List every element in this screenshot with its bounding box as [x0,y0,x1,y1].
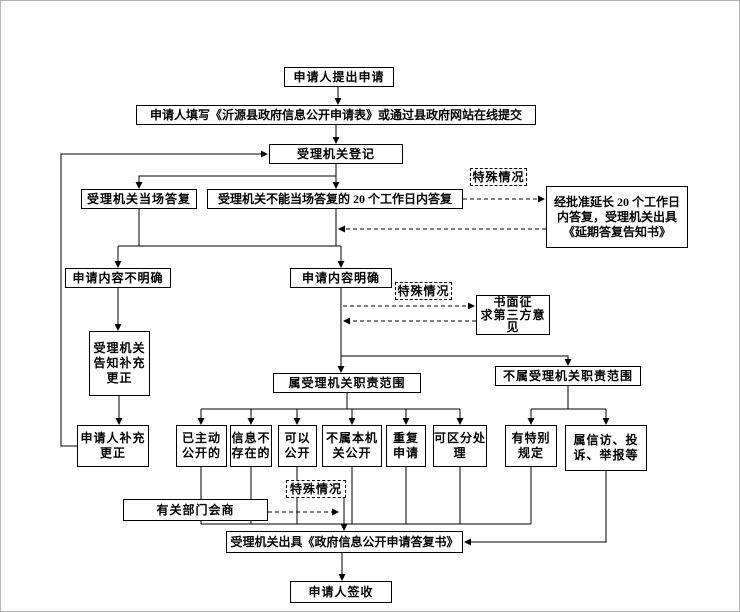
node-applicant-supplement-label: 申请人补充 更正 [80,431,146,460]
node-applicant-supplement: 申请人补充 更正 [77,425,149,467]
node-fill-form: 申请人填写《沂源县政府信息公开申请表》或通过县政府网站在线提交 [136,105,536,125]
node-extension: 经批准延长 20 个工作日 内答复，受理机关出具 《延期答复告知书》 [546,186,688,248]
node-notify-supplement: 受理机关 告知补充 更正 [89,331,150,396]
node-special-case-2-label: 特殊情况 [397,283,450,298]
node-special-case-1-label: 特殊情况 [472,169,525,184]
node-repeat-application-label: 重复 申请 [392,431,419,460]
node-third-party-opinion-label: 书面征 求第三方意 见 [480,294,546,335]
node-separable-handling-label: 可区分处 理 [434,431,487,460]
node-content-clear: 申请内容明确 [290,268,392,288]
node-special-case-3: 特殊情况 [286,480,346,498]
node-special-case-3-label: 特殊情况 [289,481,342,496]
node-applicant-sign: 申请人签收 [290,581,392,603]
node-petition-complaint: 属信访、投 诉、举报等 [565,425,647,471]
node-can-disclose-label: 可以 公开 [284,431,311,460]
node-reply-document-label: 受理机关出具《政府信息公开申请答复书》 [230,534,459,549]
node-not-this-organ-label: 不属本机 关公开 [325,431,378,460]
node-content-unclear: 申请内容不明确 [65,268,171,288]
node-repeat-application: 重复 申请 [386,425,426,467]
node-apply: 申请人提出申请 [284,67,394,87]
node-department-consultation-label: 有关部门会商 [156,502,235,517]
node-separable-handling: 可区分处 理 [433,425,487,467]
node-info-not-exist: 信息不 存在的 [230,425,272,467]
node-within20: 受理机关不能当场答复的 20 个工作日内答复 [207,189,463,209]
node-content-unclear-label: 申请内容不明确 [72,270,164,285]
node-petition-complaint-label: 属信访、投 诉、举报等 [573,433,639,462]
node-apply-label: 申请人提出申请 [293,69,385,84]
node-can-disclose: 可以 公开 [278,425,317,467]
solid-edges [60,87,610,581]
node-third-party-opinion: 书面征 求第三方意 见 [476,295,550,335]
dashed-edges [268,195,546,516]
node-out-of-scope-label: 不属受理机关职责范围 [502,368,633,383]
node-already-public-label: 已主动 公开的 [181,431,221,460]
node-special-rule-label: 有特别 规定 [511,431,551,460]
node-already-public: 已主动 公开的 [176,425,227,467]
node-within20-label: 受理机关不能当场答复的 20 个工作日内答复 [217,191,452,206]
node-onspot-reply-label: 受理机关当场答复 [86,191,191,206]
node-special-case-2: 特殊情况 [395,282,452,300]
node-register-label: 受理机关登记 [296,146,375,161]
node-reply-document: 受理机关出具《政府信息公开申请答复书》 [226,531,463,553]
node-applicant-sign-label: 申请人签收 [308,584,374,599]
node-content-clear-label: 申请内容明确 [301,270,380,285]
node-in-scope-label: 属受理机关职责范围 [288,375,406,390]
node-notify-supplement-label: 受理机关 告知补充 更正 [93,341,146,385]
node-fill-form-label: 申请人填写《沂源县政府信息公开申请表》或通过县政府网站在线提交 [149,107,522,122]
node-out-of-scope: 不属受理机关职责范围 [495,366,641,386]
node-register: 受理机关登记 [269,144,403,164]
node-extension-label: 经批准延长 20 个工作日 内答复，受理机关出具 《延期答复告知书》 [553,194,680,239]
node-info-not-exist-label: 信息不 存在的 [231,431,271,460]
node-not-this-organ: 不属本机 关公开 [322,425,382,467]
node-special-rule: 有特别 规定 [505,425,557,467]
node-onspot-reply: 受理机关当场答复 [81,189,197,209]
node-department-consultation: 有关部门会商 [123,499,268,521]
node-special-case-1: 特殊情况 [470,168,527,186]
node-in-scope: 属受理机关职责范围 [273,373,421,393]
